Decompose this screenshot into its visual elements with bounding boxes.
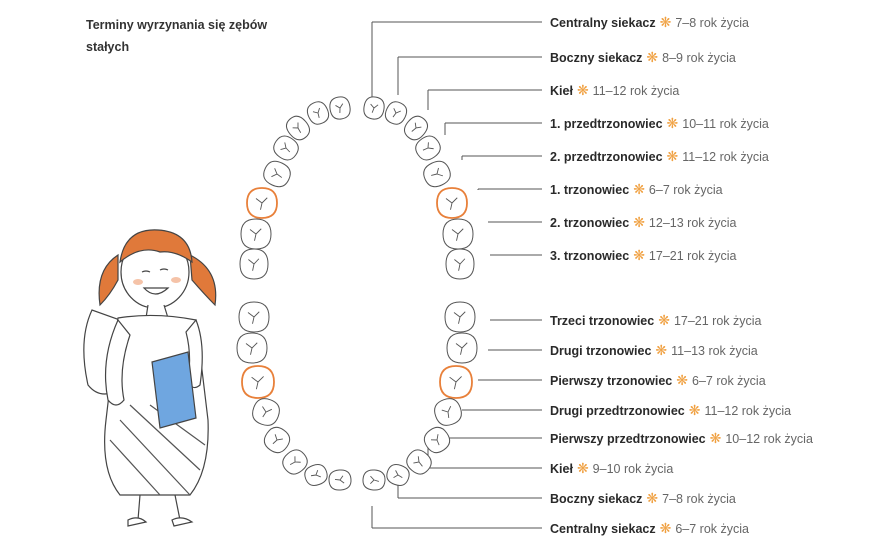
tooth bbox=[403, 115, 429, 141]
eruption-age: 12–13 rok życia bbox=[648, 216, 737, 230]
asterisk-icon: ❋ bbox=[659, 14, 672, 30]
eruption-age: 11–12 rok życia bbox=[704, 404, 792, 418]
tooth-label: Kieł❋9–10 rok życia bbox=[550, 460, 673, 477]
tooth bbox=[423, 160, 451, 188]
girl-illustration bbox=[83, 229, 217, 527]
tooth-label: Boczny siekacz❋8–9 rok życia bbox=[550, 49, 736, 66]
eruption-age: 9–10 rok życia bbox=[592, 462, 674, 476]
tooth-label: Kieł❋11–12 rok życia bbox=[550, 82, 679, 99]
tooth bbox=[406, 449, 432, 475]
eruption-age: 10–12 rok życia bbox=[725, 432, 813, 446]
tooth-name: Pierwszy przedtrzonowiec bbox=[550, 432, 706, 446]
tooth-name: 1. przedtrzonowiec bbox=[550, 117, 663, 131]
eruption-age: 11–12 rok życia bbox=[682, 150, 769, 164]
asterisk-icon: ❋ bbox=[676, 372, 688, 388]
tooth bbox=[238, 301, 270, 333]
tooth-name: Trzeci trzonowiec bbox=[550, 314, 655, 328]
tooth bbox=[362, 469, 386, 491]
tooth-name: Boczny siekacz bbox=[550, 51, 643, 65]
tooth-name: 2. trzonowiec bbox=[550, 216, 630, 230]
tooth-label: Drugi przedtrzonowiec❋11–12 rok życia bbox=[550, 402, 791, 419]
tooth-label: Centralny siekacz❋7–8 rok życia bbox=[550, 14, 749, 31]
tooth-name: Drugi przedtrzonowiec bbox=[550, 404, 685, 418]
asterisk-icon: ❋ bbox=[666, 148, 679, 164]
tooth-label: Boczny siekacz❋7–8 rok życia bbox=[550, 490, 736, 507]
tooth bbox=[306, 101, 330, 125]
first-molar-tooth bbox=[246, 187, 278, 219]
tooth bbox=[384, 101, 408, 125]
asterisk-icon: ❋ bbox=[655, 342, 668, 358]
tooth bbox=[263, 426, 291, 454]
tooth bbox=[363, 96, 385, 120]
tooth-name: Drugi trzonowiec bbox=[550, 344, 652, 358]
tooth-label: 1. przedtrzonowiec❋10–11 rok życia bbox=[550, 115, 769, 132]
tooth-label: 2. trzonowiec❋12–13 rok życia bbox=[550, 214, 736, 231]
tooth-name: Boczny siekacz bbox=[550, 492, 643, 506]
tooth bbox=[415, 135, 441, 161]
tooth bbox=[240, 218, 272, 250]
tooth bbox=[239, 248, 269, 280]
tooth-label: Trzeci trzonowiec❋17–21 rok życia bbox=[550, 312, 762, 329]
tooth-label: Centralny siekacz❋6–7 rok życia bbox=[550, 520, 749, 537]
tooth bbox=[282, 449, 308, 475]
tooth-name: Centralny siekacz bbox=[550, 522, 656, 536]
tooth bbox=[444, 301, 476, 333]
asterisk-icon: ❋ bbox=[658, 312, 670, 328]
eruption-age: 17–21 rok życia bbox=[673, 314, 762, 328]
asterisk-icon: ❋ bbox=[666, 115, 679, 131]
tooth bbox=[285, 115, 311, 141]
tooth-label: Pierwszy trzonowiec❋ 6–7 rok życia bbox=[550, 372, 766, 389]
tooth bbox=[386, 464, 410, 486]
first-molar-tooth bbox=[241, 365, 275, 399]
tooth-name: Kieł bbox=[550, 462, 573, 476]
tooth bbox=[328, 469, 352, 491]
tooth-label: 1. trzonowiec❋6–7 rok życia bbox=[550, 181, 723, 198]
tooth bbox=[252, 398, 280, 426]
tooth bbox=[442, 218, 474, 250]
diagram-title: Terminy wyrzynania się zębów stałych bbox=[86, 18, 268, 54]
tooth-label: Pierwszy przedtrzonowiec❋10–12 rok życia bbox=[550, 430, 813, 447]
tooth bbox=[236, 332, 268, 364]
first-molar-tooth bbox=[436, 187, 468, 219]
eruption-age: 6–7 rok życia bbox=[648, 183, 723, 197]
tooth-name: Pierwszy trzonowiec bbox=[550, 374, 673, 388]
tooth-name: 2. przedtrzonowiec bbox=[550, 150, 663, 164]
teeth-arches bbox=[236, 96, 478, 491]
first-molar-tooth bbox=[439, 365, 473, 399]
asterisk-icon: ❋ bbox=[646, 490, 659, 506]
asterisk-icon: ❋ bbox=[576, 460, 589, 476]
tooth bbox=[446, 332, 478, 364]
tooth-name: 1. trzonowiec bbox=[550, 183, 630, 197]
tooth bbox=[423, 426, 451, 454]
tooth-name: Centralny siekacz bbox=[550, 16, 656, 30]
asterisk-icon: ❋ bbox=[633, 181, 645, 197]
tooth bbox=[273, 135, 299, 161]
eruption-age: 11–12 rok życia bbox=[592, 84, 680, 98]
eruption-age: 7–8 rok życia bbox=[662, 492, 736, 506]
asterisk-icon: ❋ bbox=[659, 520, 672, 536]
asterisk-icon: ❋ bbox=[688, 402, 701, 418]
asterisk-icon: ❋ bbox=[709, 430, 722, 446]
tooth-name: 3. trzonowiec bbox=[550, 249, 630, 263]
tooth bbox=[434, 398, 462, 426]
tooth bbox=[445, 248, 475, 280]
eruption-age: 6–7 rok życia bbox=[692, 374, 766, 388]
asterisk-icon: ❋ bbox=[633, 247, 645, 263]
asterisk-icon: ❋ bbox=[646, 49, 659, 65]
tooth bbox=[329, 96, 351, 120]
tooth-name: Kieł bbox=[550, 84, 573, 98]
asterisk-icon: ❋ bbox=[576, 82, 589, 98]
eruption-age: 6–7 rok życia bbox=[675, 522, 749, 536]
eruption-age: 7–8 rok życia bbox=[675, 16, 749, 30]
eruption-age: 11–13 rok życia bbox=[671, 344, 758, 358]
asterisk-icon: ❋ bbox=[633, 214, 645, 230]
tooth-label: 2. przedtrzonowiec❋11–12 rok życia bbox=[550, 148, 769, 165]
eruption-age: 17–21 rok życia bbox=[648, 249, 737, 263]
tooth-label: 3. trzonowiec❋17–21 rok życia bbox=[550, 247, 736, 264]
tooth-label: Drugi trzonowiec❋11–13 rok życia bbox=[550, 342, 758, 359]
eruption-age: 8–9 rok życia bbox=[662, 51, 736, 65]
tooth bbox=[263, 160, 291, 188]
eruption-age: 10–11 rok życia bbox=[682, 117, 769, 131]
